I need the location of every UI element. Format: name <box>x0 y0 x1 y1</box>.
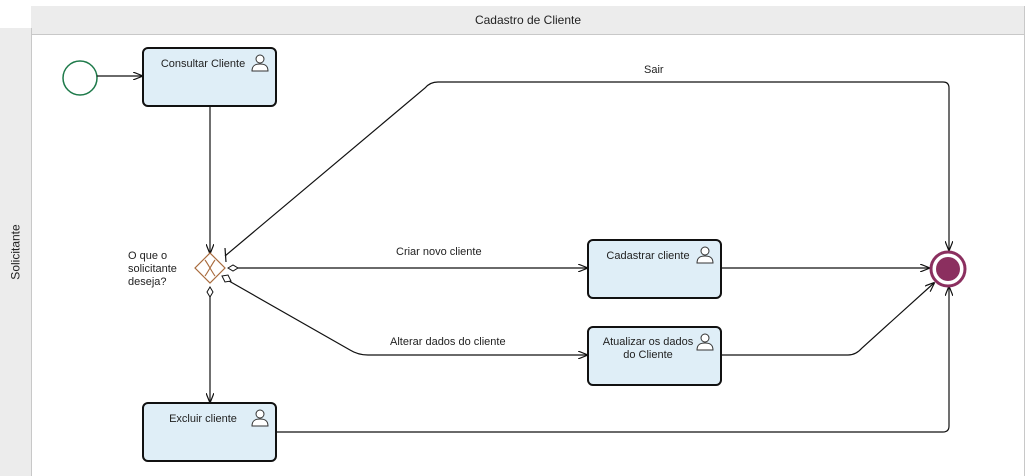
flow-alterar-dados[interactable] <box>228 280 587 355</box>
pool-border-right <box>1024 6 1025 476</box>
flow-label-alterar: Alterar dados do cliente <box>390 336 506 348</box>
start-event[interactable] <box>62 60 98 96</box>
gateway-question: O que o solicitante deseja? <box>128 250 177 288</box>
task-label-atualizar: Atualizar os dados do Cliente <box>602 336 694 361</box>
flow-excluir-to-end[interactable] <box>277 287 949 433</box>
task-excluir-cliente[interactable] <box>142 402 277 462</box>
default-flow-mark <box>224 247 227 263</box>
flow-sair[interactable] <box>224 81 949 257</box>
flow-label-sair: Sair <box>644 64 664 76</box>
task-label-cadastrar: Cadastrar cliente <box>606 250 690 262</box>
flow-label-criar: Criar novo cliente <box>396 246 482 258</box>
conditional-flow-marker <box>221 274 232 283</box>
end-event-core <box>936 257 960 281</box>
task-atualizar-dados[interactable] <box>587 326 722 386</box>
task-cadastrar-cliente[interactable] <box>587 239 722 299</box>
lane-header <box>0 28 32 476</box>
flow-atualizar-to-end[interactable] <box>722 283 934 356</box>
task-label-excluir: Excluir cliente <box>169 413 237 425</box>
task-consultar-cliente[interactable] <box>142 47 277 107</box>
pool-title: Cadastro de Cliente <box>31 6 1025 35</box>
gateway-x-icon <box>204 259 216 277</box>
task-label-consultar: Consultar Cliente <box>160 58 246 70</box>
conditional-flow-marker <box>227 264 239 272</box>
conditional-flow-marker <box>206 286 214 298</box>
